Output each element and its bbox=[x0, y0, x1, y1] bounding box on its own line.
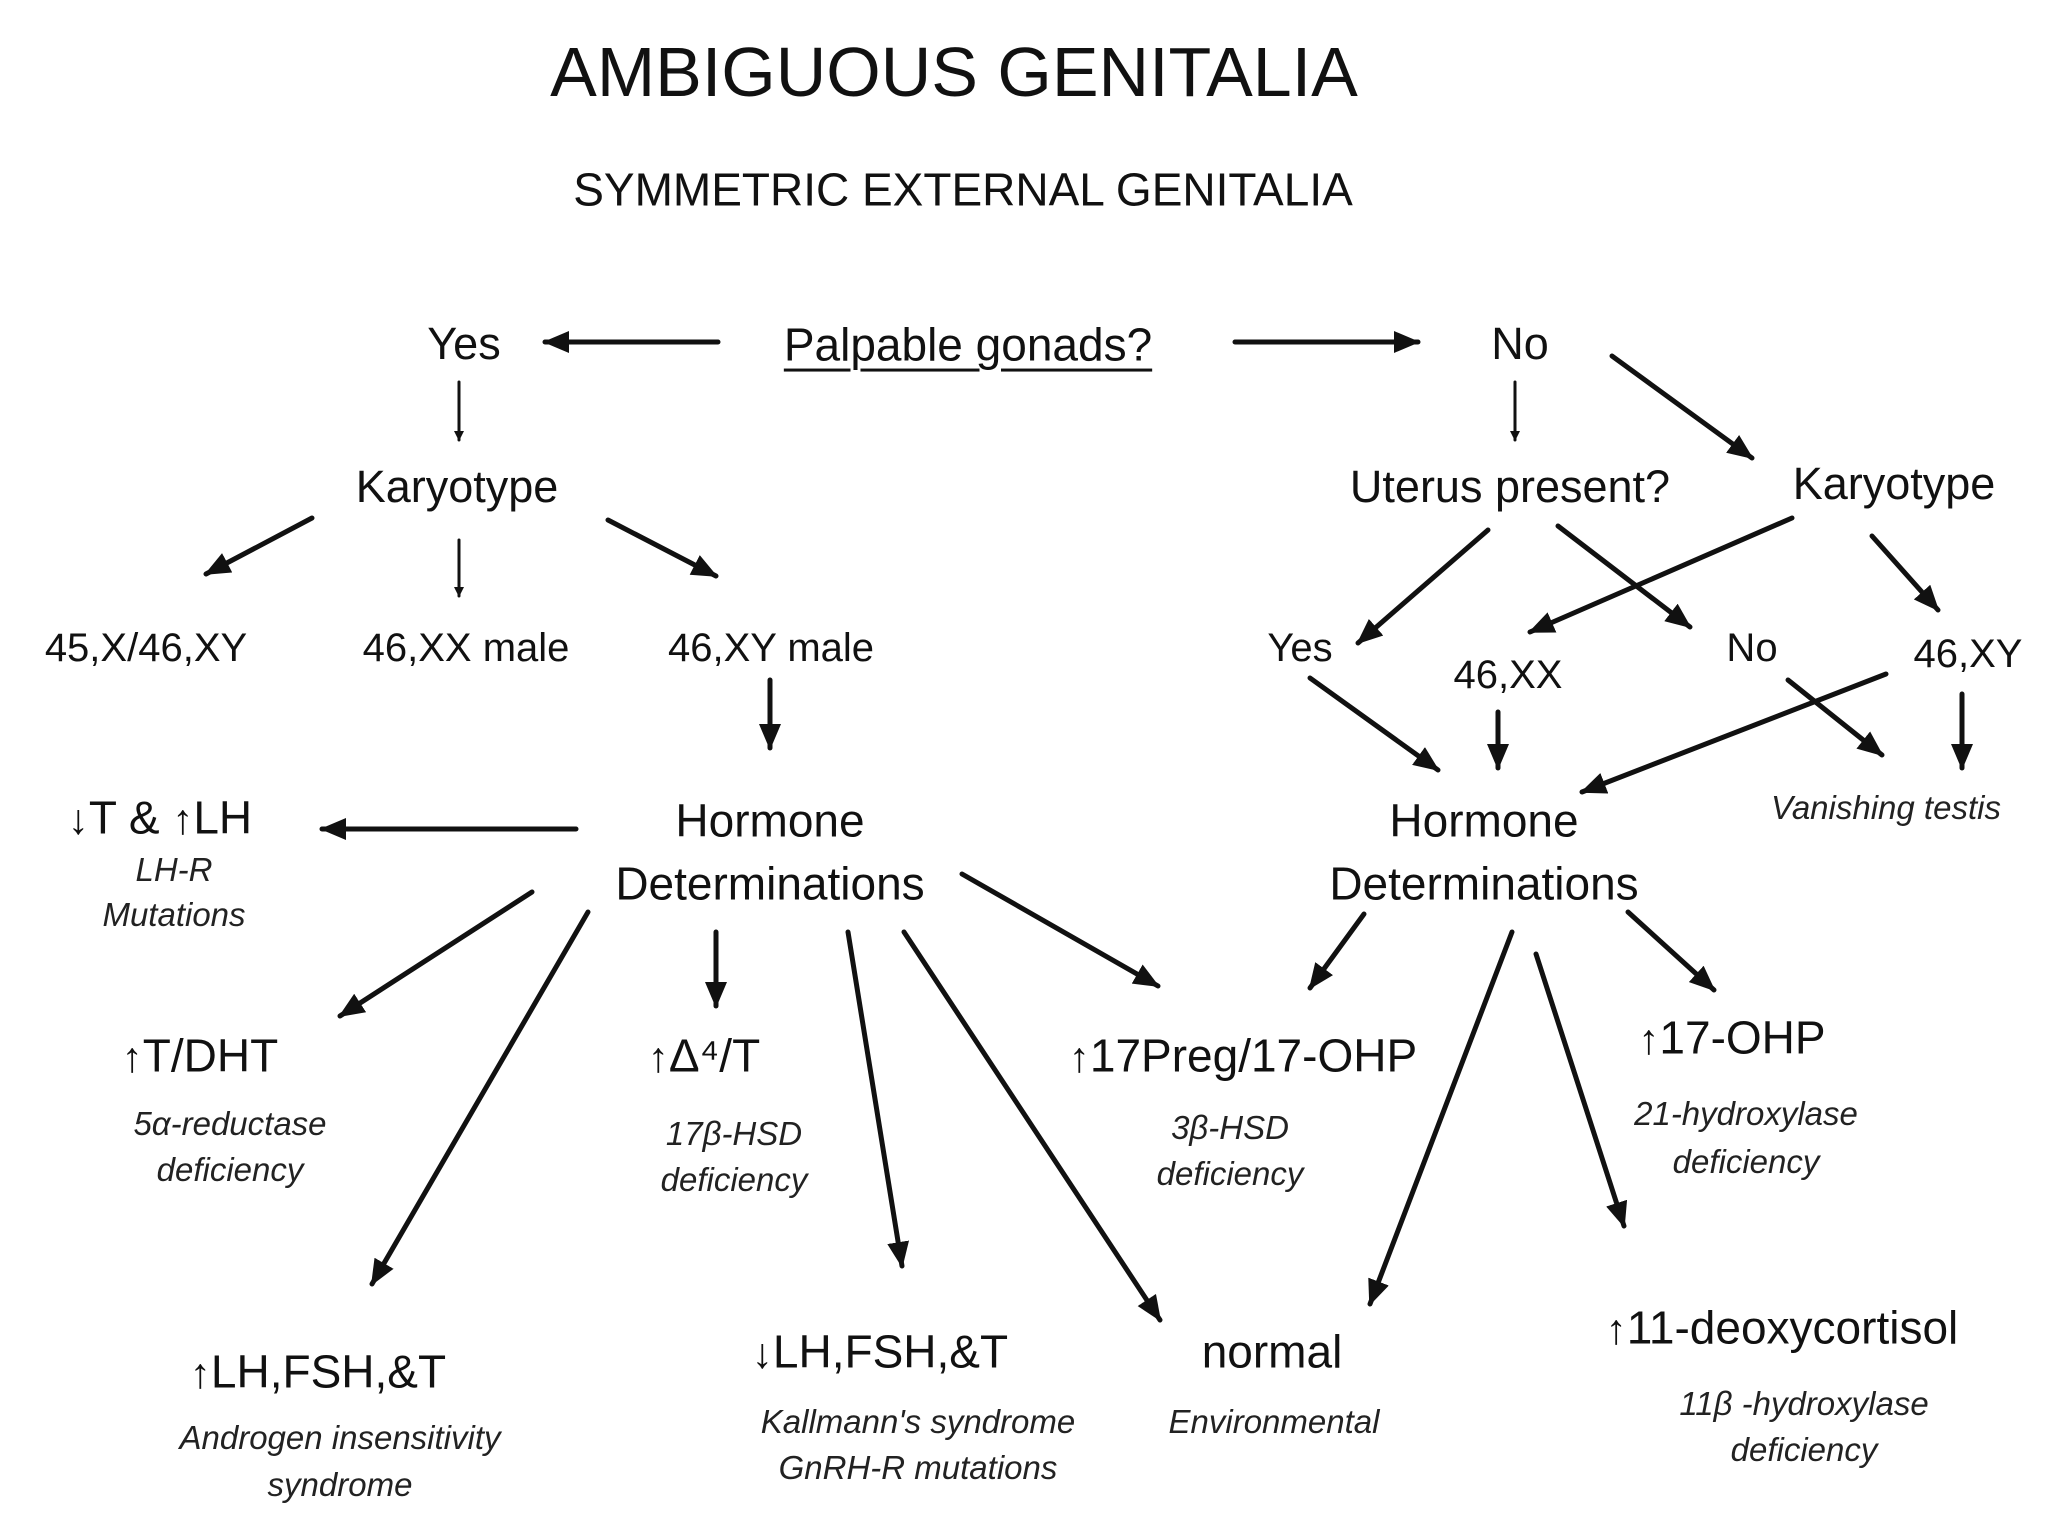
note-d4t-line2: deficiency bbox=[660, 1161, 808, 1199]
edge-no-vanishing bbox=[1785, 677, 1885, 758]
edge-uterus-no bbox=[1555, 523, 1693, 630]
node-45x-46xy: 45,X/46,XY bbox=[44, 626, 248, 670]
up-arrow-icon: ↑ bbox=[172, 795, 194, 843]
edge-uterus-yes bbox=[1355, 527, 1491, 646]
edge-hormone-preg bbox=[959, 871, 1161, 989]
result-high-11-deoxycortisol: ↑11-deoxycortisol bbox=[1605, 1301, 1959, 1354]
note-lhr-line1: LH-R bbox=[135, 851, 213, 889]
node-hormone-right-line1: Hormone bbox=[1389, 794, 1579, 847]
edge-karyotype-46xy bbox=[1869, 533, 1941, 613]
node-hormone-right-line2: Determinations bbox=[1329, 857, 1639, 910]
down-arrow-icon: ↓ bbox=[67, 795, 89, 843]
result-low-lh-fsh-t: ↓LH,FSH,&T bbox=[751, 1325, 1009, 1378]
up-arrow-icon: ↑ bbox=[1638, 1015, 1660, 1063]
diagram-title: AMBIGUOUS GENITALIA bbox=[550, 32, 1358, 111]
note-deoxy-line1: 11β -hydroxylase bbox=[1679, 1385, 1929, 1423]
node-hormone-left-line1: Hormone bbox=[675, 794, 865, 847]
node-uterus-present: Uterus present? bbox=[1349, 461, 1671, 513]
note-preg-line2: deficiency bbox=[1156, 1155, 1304, 1193]
node-46xy-male: 46,XY male bbox=[667, 626, 875, 670]
note-deoxy-line2: deficiency bbox=[1730, 1431, 1878, 1469]
edge-rhormone-ohp bbox=[1625, 909, 1717, 993]
result-normal: normal bbox=[1201, 1325, 1343, 1378]
diagram-subtitle: SYMMETRIC EXTERNAL GENITALIA bbox=[573, 163, 1353, 216]
note-ais-line2: syndrome bbox=[267, 1466, 413, 1504]
edge-hormone-kall bbox=[845, 929, 910, 1269]
edge-rhormone-normal bbox=[1367, 929, 1515, 1307]
node-hormone-left-line2: Determinations bbox=[615, 857, 925, 910]
up-arrow-icon: ↑ bbox=[1068, 1033, 1090, 1081]
note-ais-line1: Androgen insensitivity bbox=[179, 1419, 501, 1457]
node-yes-top: Yes bbox=[427, 318, 501, 370]
node-vanishing-testis: Vanishing testis bbox=[1771, 789, 2001, 827]
down-arrow-icon: ↓ bbox=[751, 1329, 773, 1377]
up-arrow-icon: ↑ bbox=[189, 1349, 211, 1397]
node-no-top: No bbox=[1491, 318, 1549, 370]
node-46xx-male: 46,XX male bbox=[362, 626, 570, 670]
edge-karyotype-46xy-male bbox=[605, 517, 719, 579]
up-arrow-icon: ↑ bbox=[647, 1033, 669, 1081]
note-ohp-line2: deficiency bbox=[1672, 1143, 1820, 1181]
note-d4t-line1: 17β-HSD bbox=[665, 1115, 803, 1153]
edge-hormone-ais bbox=[369, 909, 591, 1287]
edge-yes-hormone bbox=[1307, 675, 1441, 773]
note-kall-line2: GnRH-R mutations bbox=[778, 1449, 1058, 1487]
edge-rhormone-deoxy bbox=[1533, 951, 1628, 1229]
edge-karyotype-46xx bbox=[1527, 515, 1795, 635]
result-high-lh-fsh-t: ↑LH,FSH,&T bbox=[189, 1345, 447, 1398]
result-high-d4t: ↑Δ⁴/T bbox=[647, 1029, 761, 1082]
node-uterus-no: No bbox=[1726, 626, 1778, 670]
edge-hormone-normal bbox=[901, 929, 1163, 1323]
note-tdht-line1: 5α-reductase bbox=[133, 1105, 327, 1143]
note-environmental: Environmental bbox=[1168, 1403, 1380, 1441]
note-lhr-line2: Mutations bbox=[102, 896, 246, 934]
edge-rhormone-preg bbox=[1307, 911, 1367, 991]
note-preg-line1: 3β-HSD bbox=[1171, 1109, 1289, 1147]
node-karyotype-left: Karyotype bbox=[355, 461, 559, 513]
node-palpable-gonads: Palpable gonads? bbox=[783, 318, 1153, 371]
node-uterus-yes: Yes bbox=[1267, 626, 1333, 670]
up-arrow-icon: ↑ bbox=[1605, 1305, 1627, 1353]
edge-hormone-tdht bbox=[337, 889, 535, 1019]
node-46xy: 46,XY bbox=[1913, 632, 2023, 676]
node-karyotype-right: Karyotype bbox=[1792, 458, 1996, 510]
note-ohp-line1: 21-hydroxylase bbox=[1634, 1095, 1858, 1133]
result-low-t-high-lh: ↓T & ↑LH bbox=[67, 791, 253, 844]
result-high-17preg-17ohp: ↑17Preg/17-OHP bbox=[1068, 1029, 1418, 1082]
note-tdht-line2: deficiency bbox=[156, 1151, 304, 1189]
edge-46xy-hormone-right bbox=[1579, 671, 1889, 795]
edge-karyotype-45x bbox=[203, 515, 315, 577]
up-arrow-icon: ↑ bbox=[121, 1033, 143, 1081]
node-46xx: 46,XX bbox=[1453, 653, 1563, 697]
result-high-tdht: ↑T/DHT bbox=[121, 1029, 279, 1082]
note-kall-line1: Kallmann's syndrome bbox=[760, 1403, 1076, 1441]
result-high-17ohp: ↑17-OHP bbox=[1638, 1011, 1826, 1064]
edge-no-karyotype bbox=[1609, 353, 1755, 461]
